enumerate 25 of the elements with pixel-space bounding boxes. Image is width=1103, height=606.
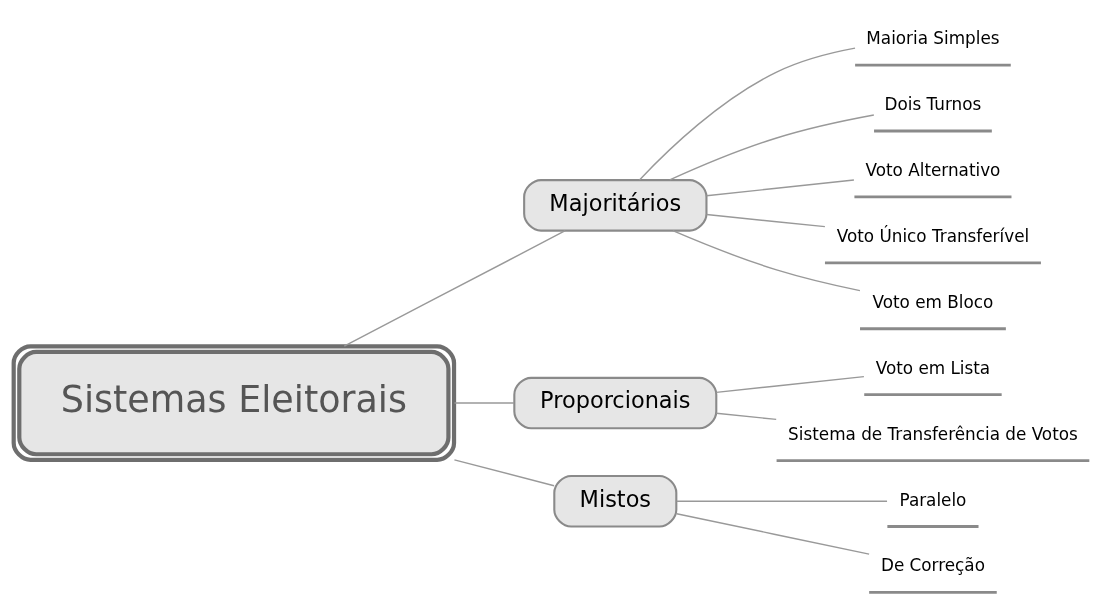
node-box: Majoritários bbox=[523, 178, 708, 232]
node-text: Paralelo bbox=[899, 489, 967, 510]
connector bbox=[672, 229, 861, 291]
node-text: Dois Turnos bbox=[884, 93, 982, 114]
connector bbox=[669, 113, 875, 181]
node-box: Sistemas Eleitorais bbox=[11, 343, 457, 462]
node-text: Voto Único Transferível bbox=[836, 225, 1030, 246]
connector bbox=[705, 178, 855, 196]
connector bbox=[453, 401, 515, 404]
connector bbox=[715, 412, 777, 420]
node-text: Voto Alternativo bbox=[865, 159, 1001, 180]
node-text: Voto em Bloco bbox=[872, 291, 994, 312]
node-box: Mistos bbox=[553, 474, 678, 528]
node-text: Voto em Lista bbox=[875, 357, 991, 378]
connector bbox=[343, 229, 566, 347]
connector bbox=[675, 512, 870, 555]
connector bbox=[638, 46, 856, 181]
connector bbox=[715, 375, 865, 393]
connector bbox=[705, 213, 826, 227]
node-text: Maioria Simples bbox=[866, 27, 1000, 48]
connector bbox=[675, 500, 888, 502]
node-text: Sistema de Transferência de Votos bbox=[788, 423, 1078, 444]
node-box: Proporcionais bbox=[513, 376, 718, 429]
node-text: De Correção bbox=[880, 554, 985, 575]
connector bbox=[453, 458, 555, 486]
